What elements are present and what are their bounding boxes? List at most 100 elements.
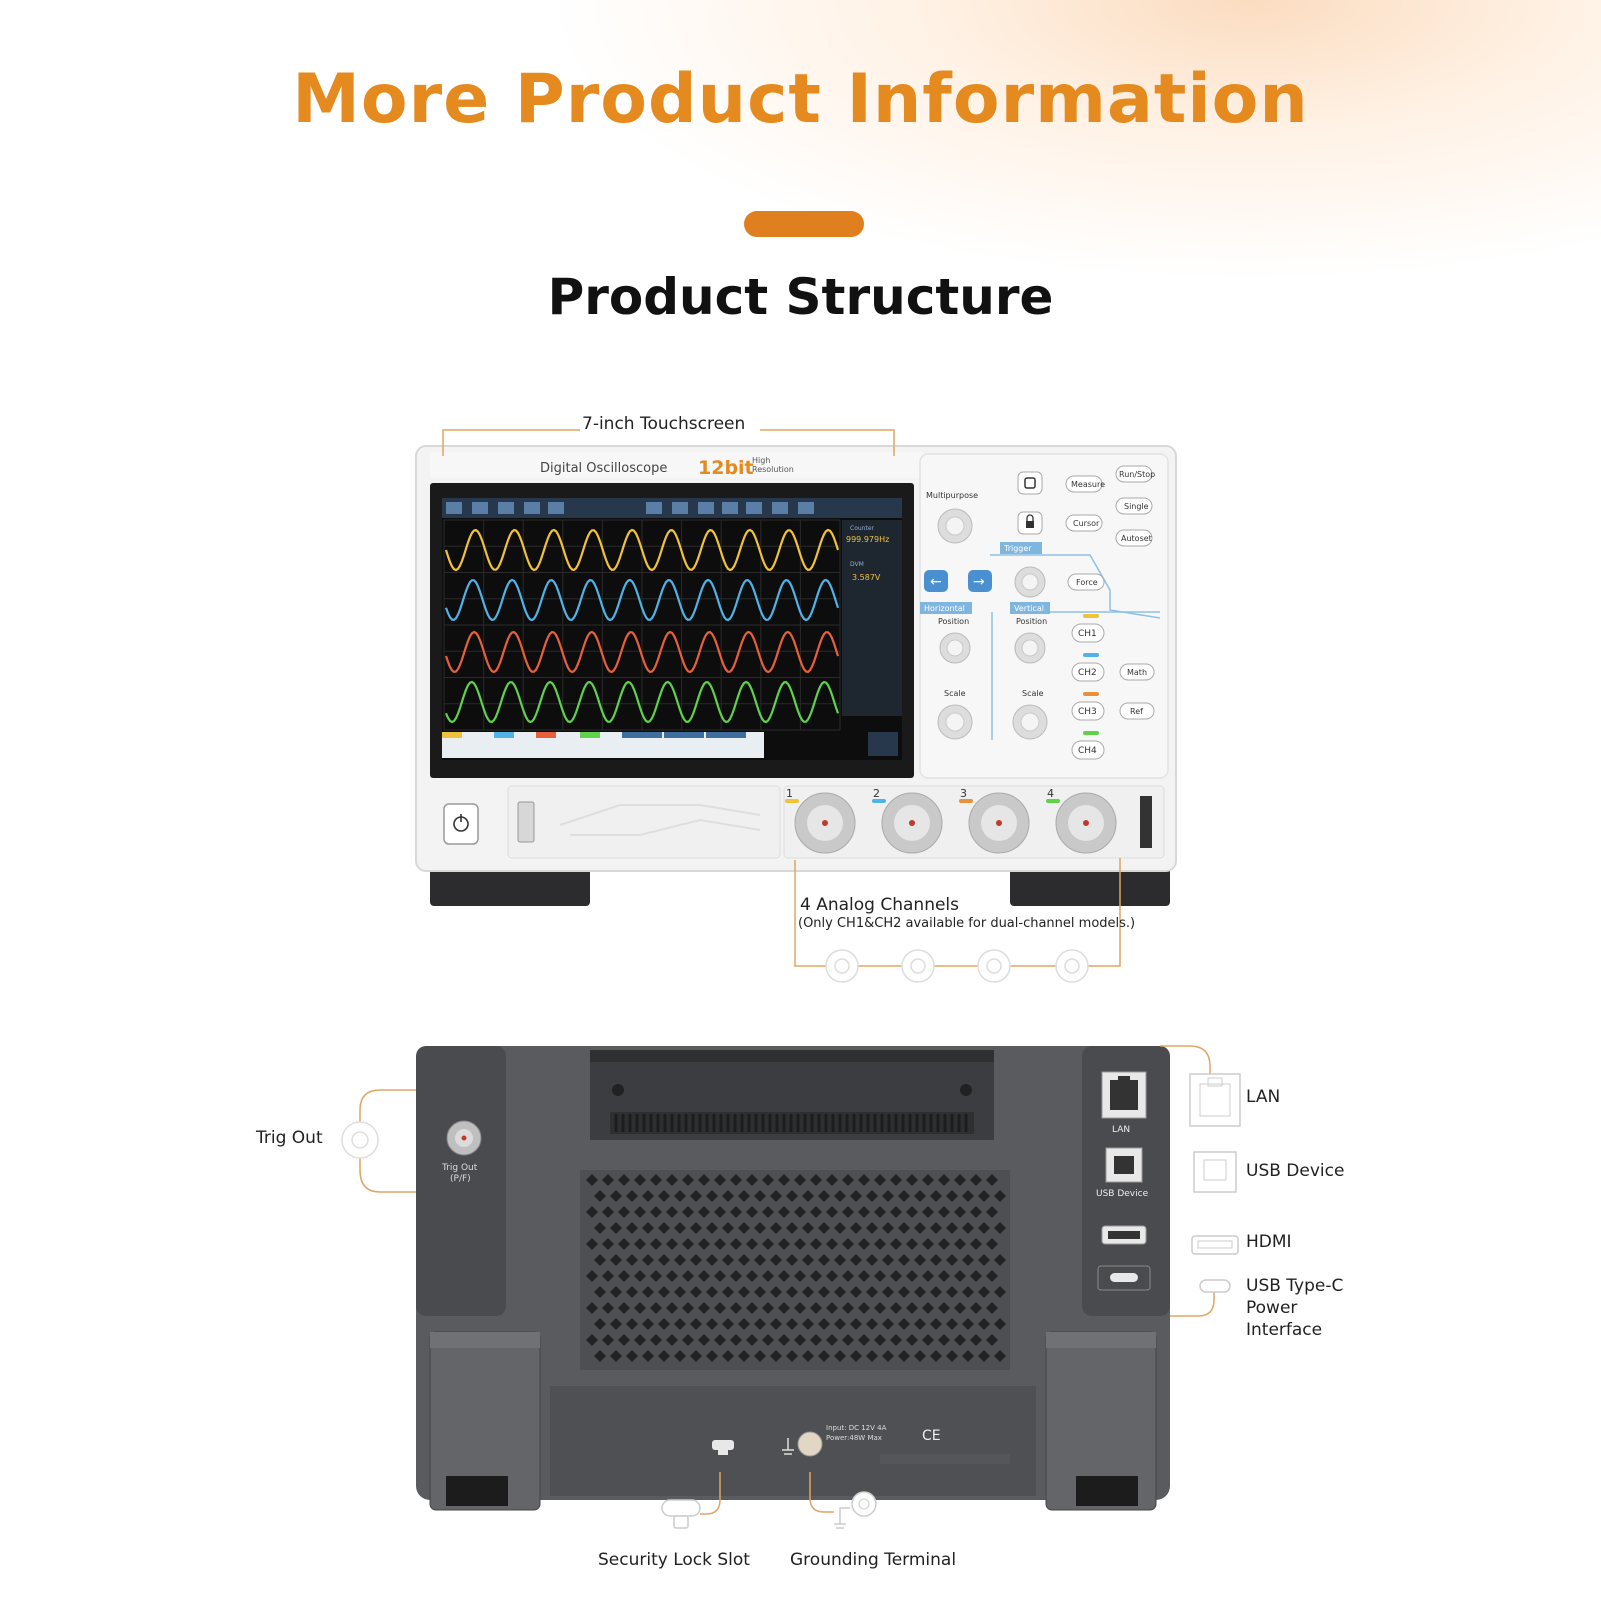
rear-ports-callout-top xyxy=(1160,1045,1211,1074)
h-scale-knob[interactable] xyxy=(937,704,973,740)
multipurpose-knob[interactable] xyxy=(937,508,973,544)
knob-label-multipurpose: Multipurpose xyxy=(926,491,978,500)
channels-callout-label: 4 Analog Channels xyxy=(800,895,960,915)
v-position-label: Position xyxy=(1016,617,1047,626)
counter-label: Counter xyxy=(850,525,875,532)
usb-c-icon xyxy=(1199,1279,1231,1293)
svg-text:CH2: CH2 xyxy=(1078,668,1097,678)
right-arrow-button[interactable]: → xyxy=(968,570,992,592)
grounding-terminal[interactable] xyxy=(782,1431,823,1457)
h-scale-label: Scale xyxy=(944,689,966,698)
channel-number-2: 2 xyxy=(873,787,880,800)
usbc-callout-line1: USB Type-C xyxy=(1246,1276,1344,1296)
bnc-ch2-connector[interactable] xyxy=(881,792,943,854)
svg-text:Run/Stop: Run/Stop xyxy=(1119,470,1155,479)
bnc-ch4-connector[interactable] xyxy=(1055,792,1117,854)
trigger-knob[interactable] xyxy=(1014,566,1046,598)
lan-callout-label: LAN xyxy=(1246,1087,1281,1107)
bits-text: 12bit xyxy=(698,457,754,479)
channel-callout-icons xyxy=(825,949,1089,983)
channel-number-4: 4 xyxy=(1047,787,1054,800)
channels-callout-bracket xyxy=(794,858,1121,967)
lan-port[interactable] xyxy=(1101,1071,1147,1119)
bnc-ch3-connector[interactable] xyxy=(968,792,1030,854)
svg-text:Cursor: Cursor xyxy=(1073,519,1100,528)
hdmi-icon xyxy=(1191,1235,1239,1255)
lock-icon-button[interactable] xyxy=(1017,511,1043,535)
svg-text:Autoset: Autoset xyxy=(1121,534,1152,543)
left-arrow-button[interactable]: ← xyxy=(924,570,948,592)
screen-callout-bracket xyxy=(442,429,895,456)
lan-port-label: LAN xyxy=(1112,1125,1130,1135)
usb-host-port[interactable] xyxy=(517,801,535,843)
counter-value: 999.979Hz xyxy=(846,535,889,544)
dvm-value: 3.587V xyxy=(852,573,881,582)
measure-button[interactable]: Measure xyxy=(1065,475,1105,493)
waveform-ch4 xyxy=(444,680,840,724)
svg-text:CH1: CH1 xyxy=(1078,629,1097,639)
trig-out-port-label: Trig Out xyxy=(441,1163,478,1173)
grounding-icon xyxy=(834,1491,877,1529)
run-stop-button[interactable]: Run/Stop xyxy=(1115,465,1155,483)
trig-out-callout-icon xyxy=(341,1121,379,1159)
h-position-knob[interactable] xyxy=(939,632,971,664)
hdmi-callout-label: HDMI xyxy=(1246,1232,1292,1252)
ch2-button[interactable]: CH2 xyxy=(1071,662,1105,682)
svg-text:CH4: CH4 xyxy=(1078,746,1097,756)
knob-label-vertical: Vertical xyxy=(1014,604,1044,613)
security-lock-callout-label: Security Lock Slot xyxy=(598,1550,750,1570)
trig-out-port-sub: (P/F) xyxy=(450,1174,471,1184)
svg-text:Single: Single xyxy=(1124,502,1149,511)
power-button[interactable] xyxy=(443,803,479,845)
section-subtitle: Product Structure xyxy=(547,268,1054,326)
autoset-button[interactable]: Autoset xyxy=(1115,529,1153,547)
rear-lower-plate xyxy=(550,1386,1036,1496)
bnc-ch1-connector[interactable] xyxy=(794,792,856,854)
security-lock-slot[interactable] xyxy=(712,1440,734,1455)
grounding-callout-line xyxy=(809,1472,834,1513)
ch3-button[interactable]: CH3 xyxy=(1071,701,1105,721)
ch1-button[interactable]: CH1 xyxy=(1071,623,1105,643)
v-scale-knob[interactable] xyxy=(1012,704,1048,740)
home-icon-button[interactable] xyxy=(1017,471,1043,495)
screen-grid xyxy=(443,519,841,731)
math-button[interactable]: Math xyxy=(1119,663,1155,681)
rear-ventilation-grille xyxy=(580,1170,1010,1370)
svg-text:←: ← xyxy=(930,574,942,590)
bits-sub1: High xyxy=(752,456,770,465)
input-rating-text: Input: DC 12V 4A xyxy=(826,1424,887,1432)
security-lock-callout-line xyxy=(700,1472,721,1515)
channel-number-1: 1 xyxy=(786,787,793,800)
header-background xyxy=(0,0,1601,420)
bits-sub2: Resolution xyxy=(752,465,794,474)
ch4-button[interactable]: CH4 xyxy=(1071,740,1105,760)
cursor-button[interactable]: Cursor xyxy=(1065,514,1103,532)
svg-text:Measure: Measure xyxy=(1071,480,1105,489)
svg-text:Ref: Ref xyxy=(1130,707,1143,716)
hdmi-port[interactable] xyxy=(1101,1225,1147,1245)
waveform-ch2 xyxy=(444,578,840,622)
force-button[interactable]: Force xyxy=(1067,573,1105,591)
ref-button[interactable]: Ref xyxy=(1119,702,1155,720)
v-scale-label: Scale xyxy=(1022,689,1044,698)
usb-c-power-port[interactable] xyxy=(1097,1265,1151,1291)
probe-comp-terminal[interactable] xyxy=(1140,796,1152,848)
grounding-callout-label: Grounding Terminal xyxy=(790,1550,957,1570)
v-position-knob[interactable] xyxy=(1014,632,1046,664)
knob-label-horizontal: Horizontal xyxy=(924,604,965,613)
usb-device-port[interactable] xyxy=(1105,1147,1143,1183)
title-divider-pill xyxy=(744,211,864,237)
page-title: More Product Information xyxy=(292,60,1309,139)
rear-ports-callout-bottom xyxy=(1170,1290,1215,1317)
trig-out-bnc-port[interactable] xyxy=(446,1120,482,1156)
single-button[interactable]: Single xyxy=(1115,497,1153,515)
channels-callout-note: (Only CH1&CH2 available for dual-channel… xyxy=(798,916,1136,931)
brand-text: Digital Oscilloscope xyxy=(540,461,667,476)
trig-out-callout-label: Trig Out xyxy=(256,1128,323,1148)
usbc-callout-line3: Interface xyxy=(1246,1320,1323,1340)
security-lock-icon xyxy=(661,1499,701,1529)
ce-mark: CE xyxy=(922,1428,941,1444)
dvm-label: DVM xyxy=(850,561,864,568)
